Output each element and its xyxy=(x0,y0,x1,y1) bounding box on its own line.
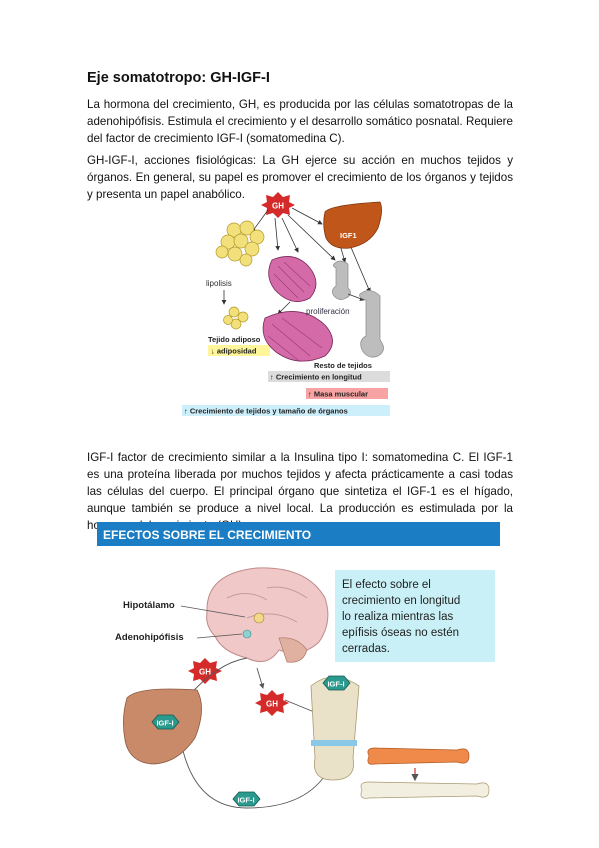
callout-box xyxy=(335,570,495,662)
adenohipofisis-label: Adenohipófisis xyxy=(115,632,184,643)
adiposidad-label: ↓ adiposidad xyxy=(211,347,257,356)
proliferacion-label: proliferación xyxy=(306,307,350,316)
large-muscle-icon xyxy=(262,311,333,362)
igf1-hex-liver-icon: IGF-I xyxy=(151,714,180,730)
resto-tejidos-label: Resto de tejidos xyxy=(314,361,372,370)
figure-gh-actions: GH IGF1 lipolisis Tejido adiposo xyxy=(182,192,390,416)
adiposidad-box xyxy=(208,345,270,356)
banner-title: EFECTOS SOBRE EL CRECIMIENTO xyxy=(103,528,311,542)
tejido-adiposo-label: Tejido adiposo xyxy=(208,335,261,344)
paragraph-igf1: IGF-I factor de crecimiento similar a la… xyxy=(87,451,513,532)
banner xyxy=(97,522,500,546)
gh-arrows xyxy=(251,207,371,293)
gh-right-label: GH xyxy=(266,700,278,709)
masa-muscular-box xyxy=(306,388,388,399)
crecimiento-longitud-box xyxy=(268,371,390,382)
long-bones-icon xyxy=(360,747,490,799)
page-title: Eje somatotropo: GH-IGF-I xyxy=(87,70,270,86)
crecimiento-tejidos-box xyxy=(182,405,390,416)
fat-cells-icon xyxy=(215,220,265,267)
crecimiento-longitud-label: ↑ Crecimiento en longitud xyxy=(270,373,362,382)
gh-left-label: GH xyxy=(199,668,211,677)
cycle-arrow-bottom xyxy=(176,707,333,809)
igf1-liver-label: IGF-I xyxy=(156,719,173,728)
igf1-hex-bone-icon: IGF-I xyxy=(322,675,351,691)
gh-label: GH xyxy=(272,202,284,211)
lipolisis-label: lipolisis xyxy=(206,279,232,288)
muscle-icon xyxy=(268,256,317,302)
masa-muscular-label: ↑ Masa muscular xyxy=(308,390,368,399)
figure-efectos-crecimiento: EFECTOS SOBRE EL CRECIMIENTO El efecto s… xyxy=(97,522,500,809)
hipotalamo-label: Hipotálamo xyxy=(123,600,175,611)
igf1-hex-bottom-icon: IGF-I xyxy=(232,791,261,807)
epiphysis-bone-icon xyxy=(310,676,360,781)
bone-small-icon xyxy=(332,260,351,300)
igf1-bone-label: IGF-I xyxy=(327,680,344,689)
brain-icon xyxy=(206,567,329,663)
liver-icon: IGF1 xyxy=(323,201,382,249)
gh-star-left-icon: GH xyxy=(188,658,222,684)
igf1-bottom-label: IGF-I xyxy=(237,796,254,805)
bone-large-icon xyxy=(359,290,384,358)
gh-star-right-icon: GH xyxy=(255,690,289,716)
paragraph-acciones: GH-IGF-I, acciones fisiológicas: La GH e… xyxy=(87,154,513,201)
igf1-label: IGF1 xyxy=(340,231,357,240)
callout-text: El efecto sobre el crecimiento en longit… xyxy=(342,579,463,655)
crecimiento-tejidos-label: ↑ Crecimiento de tejidos y tamaño de órg… xyxy=(184,407,348,416)
gh-star-icon: GH xyxy=(261,192,295,218)
paragraph-intro: La hormona del crecimiento, GH, es produ… xyxy=(87,98,513,145)
small-fat-cells-icon xyxy=(223,306,249,330)
